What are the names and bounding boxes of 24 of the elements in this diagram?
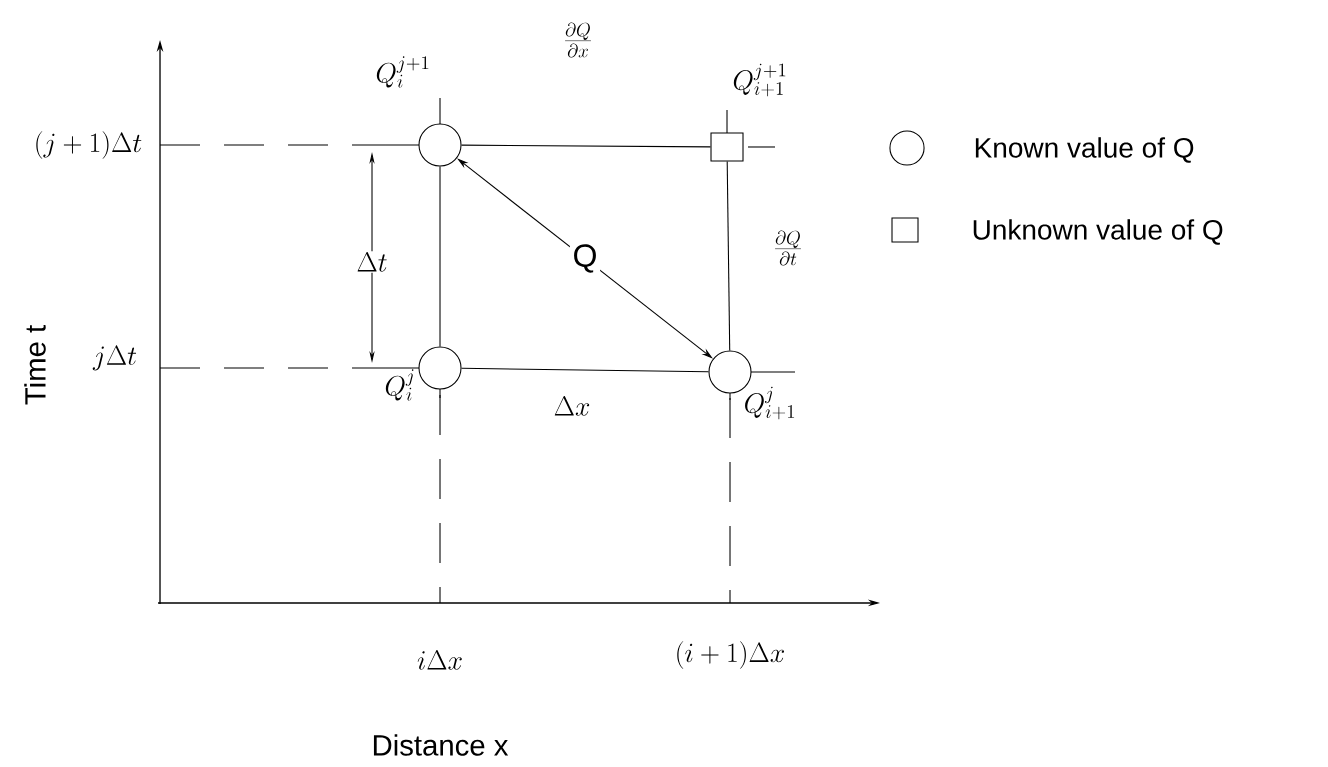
point-label: $Q_{i+1}^j$ [745, 386, 795, 420]
grid-point-circle [418, 123, 462, 167]
axis-label: $j\Delta t$ [92, 345, 137, 371]
edge-label: Q [569, 241, 601, 276]
grid-line [461, 144, 711, 148]
axis-label: Time t [24, 325, 46, 405]
axis-label: $\frac{\partial Q}{\partial x}$ [565, 22, 591, 58]
point-label: $Q_i^j$ [385, 369, 414, 401]
point-label: $Q_i^{j+1}$ [376, 56, 429, 88]
point-label: $Q_{i+1}^{j+1}$ [733, 63, 786, 97]
grid-line [726, 161, 731, 351]
legend-text: Unknown value of Q [973, 219, 1223, 245]
axis-label: $(i+1)\Delta x$ [677, 641, 785, 669]
grid-point-square [710, 132, 744, 162]
axis-label: $\Delta x$ [554, 395, 590, 416]
legend-text: Known value of Q [975, 137, 1194, 163]
axis-label: $\Delta t$ [355, 251, 389, 273]
grid-line [461, 367, 709, 373]
grid-line [439, 166, 441, 347]
axis-label: $i\Delta x$ [417, 649, 462, 670]
axis-label: $\frac{\partial Q}{\partial t}$ [775, 230, 801, 266]
axis-label: $(j+1)\Delta t$ [36, 131, 142, 159]
axis-label: Distance x [373, 734, 509, 756]
grid-point-circle [418, 346, 462, 390]
